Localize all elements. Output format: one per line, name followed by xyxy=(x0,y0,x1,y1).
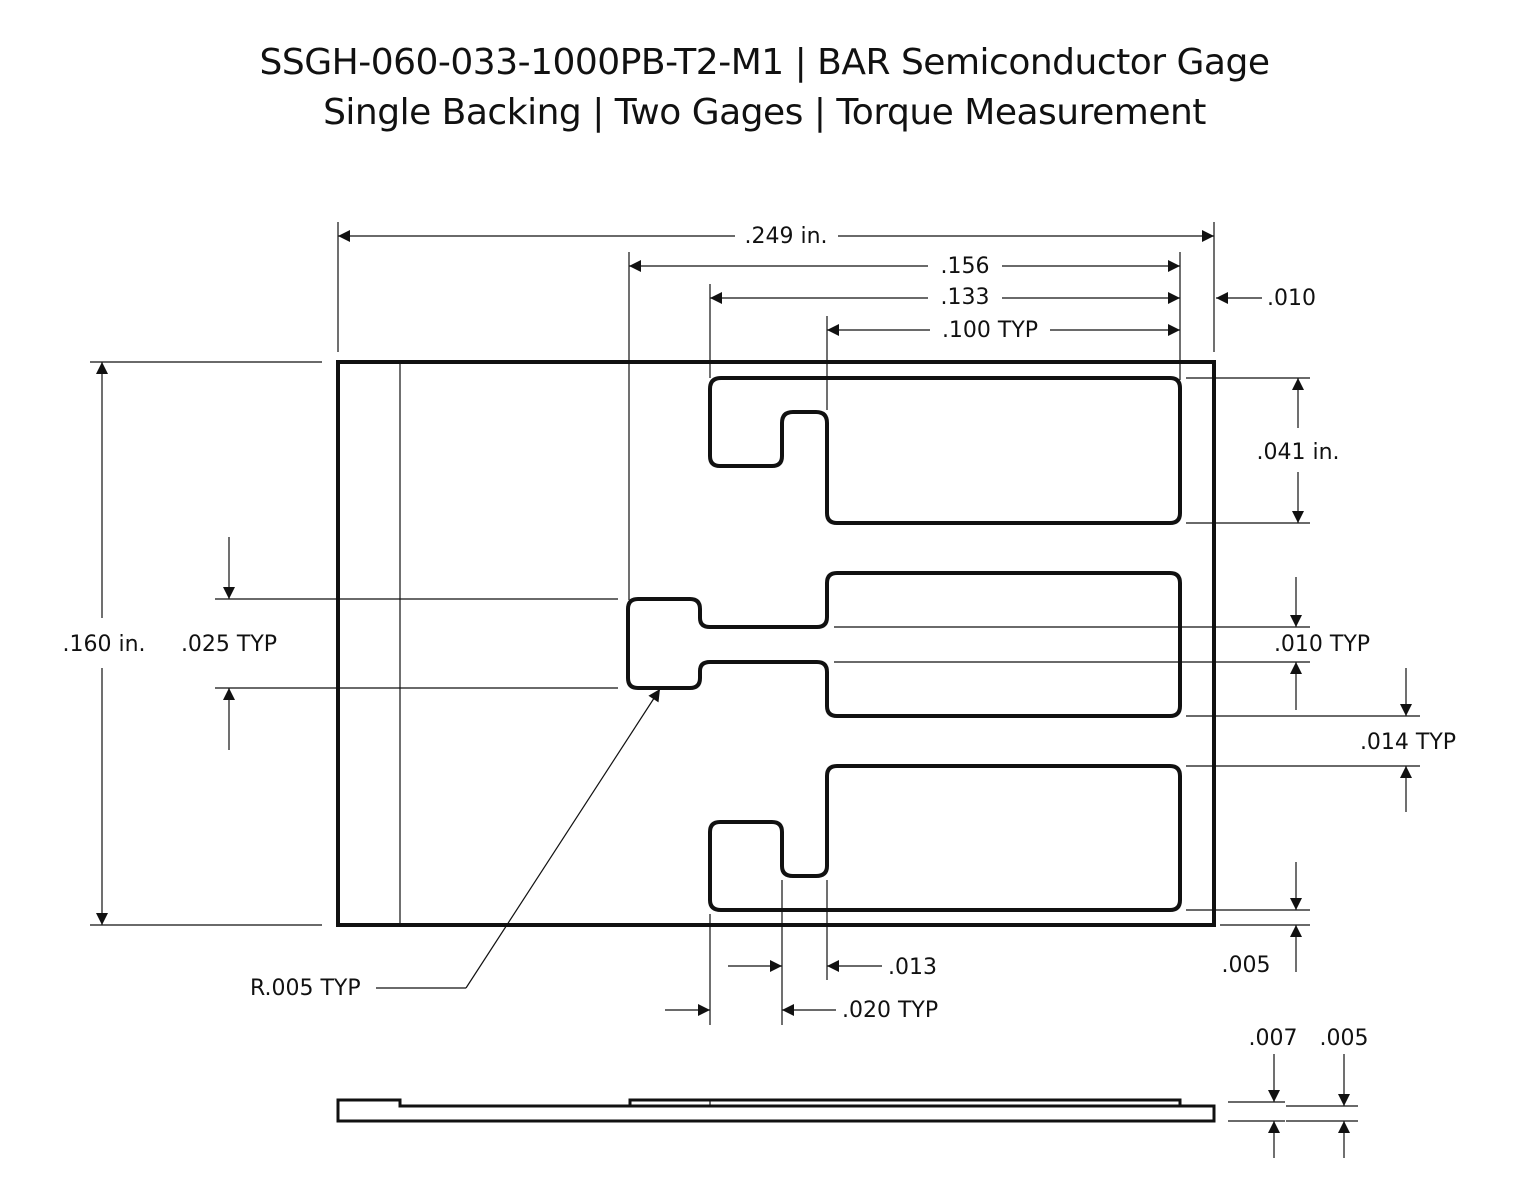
dim-100-label: .100 TYP xyxy=(942,318,1038,343)
radius-label: R.005 TYP xyxy=(250,976,361,1001)
dim-overall-width-label: .249 in. xyxy=(744,224,827,249)
dim-010-typ xyxy=(834,577,1310,710)
title-line-2: Single Backing | Two Gages | Torque Meas… xyxy=(323,92,1206,133)
dim-025 xyxy=(215,537,618,750)
dim-041-label: .041 in. xyxy=(1256,440,1339,465)
dim-020-label: .020 TYP xyxy=(842,998,938,1023)
dim-side-005-label: .005 xyxy=(1320,1026,1369,1051)
title-line-1: SSGH-060-033-1000PB-T2-M1 | BAR Semicond… xyxy=(259,42,1270,83)
dim-013-label: .013 xyxy=(888,955,937,980)
dim-156 xyxy=(628,252,1181,600)
gage-top-outline xyxy=(708,376,1182,525)
dim-010-right-label: .010 xyxy=(1267,286,1316,311)
dim-014-label: .014 TYP xyxy=(1360,730,1456,755)
side-view-profile xyxy=(336,1098,1216,1123)
gage-middle-outline xyxy=(626,571,1182,718)
dim-041 xyxy=(1186,377,1310,524)
dim-overall-width xyxy=(337,222,1215,352)
dim-025-label: .025 TYP xyxy=(181,632,277,657)
gage-bottom-outline xyxy=(708,764,1182,912)
dim-side-005 xyxy=(1286,1054,1358,1158)
dim-005-right xyxy=(1186,862,1310,972)
dim-side-007 xyxy=(1228,1054,1285,1158)
backing-outline xyxy=(336,360,1216,927)
dim-bottom-extensions xyxy=(709,880,828,1025)
radius-leader xyxy=(376,688,661,989)
dim-005-right-label: .005 xyxy=(1222,953,1271,978)
dim-014 xyxy=(1186,668,1420,812)
side-view-gage-layer xyxy=(628,1098,1182,1106)
dim-side-007-label: .007 xyxy=(1249,1026,1298,1051)
dim-overall-height xyxy=(90,361,322,926)
dim-133 xyxy=(709,284,1180,378)
dim-156-label: .156 xyxy=(941,254,990,279)
dim-010-typ-label: .010 TYP xyxy=(1274,632,1370,657)
dim-100 xyxy=(826,316,1180,410)
dim-overall-height-label: .160 in. xyxy=(62,632,145,657)
dim-133-label: .133 xyxy=(941,285,990,310)
